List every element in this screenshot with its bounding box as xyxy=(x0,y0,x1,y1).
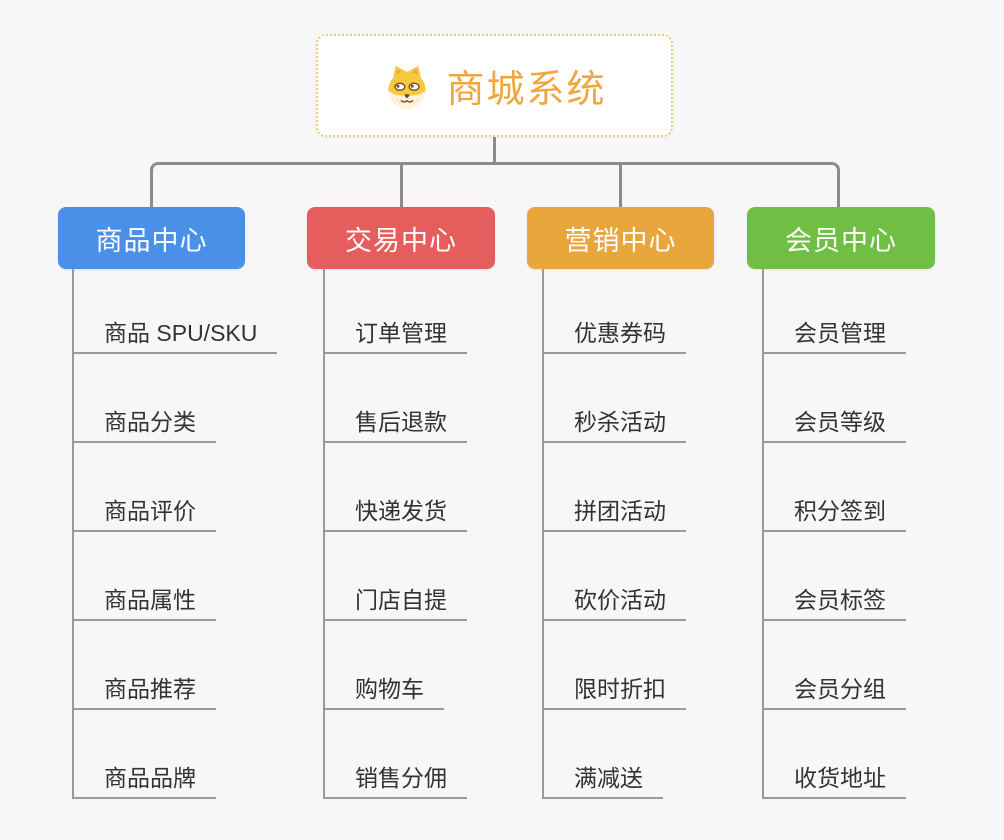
leaf-node[interactable]: 商品品牌 xyxy=(74,710,277,799)
leaf-node[interactable]: 商品 SPU/SKU xyxy=(74,269,278,354)
leaf-node[interactable]: 销售分佣 xyxy=(325,710,467,799)
leaf-node[interactable]: 限时折扣 xyxy=(544,621,686,710)
dog-icon xyxy=(388,65,427,109)
leaf-column-marketing: 优惠券码 秒杀活动 拼团活动 砍价活动 限时折扣 满减送 xyxy=(542,269,686,799)
root-connector-stub xyxy=(493,137,496,163)
leaf-node[interactable]: 快递发货 xyxy=(325,443,467,532)
branch-node-trade[interactable]: 交易中心 xyxy=(307,207,495,269)
branch-label: 商品中心 xyxy=(95,225,208,256)
leaf-node[interactable]: 购物车 xyxy=(325,621,467,710)
branch-node-product[interactable]: 商品中心 xyxy=(58,207,245,269)
leaf-node[interactable]: 会员分组 xyxy=(764,621,906,710)
leaf-node[interactable]: 会员管理 xyxy=(764,269,906,354)
leaf-node[interactable]: 秒杀活动 xyxy=(544,354,686,443)
branch-label: 营销中心 xyxy=(564,225,677,256)
leaf-node[interactable]: 订单管理 xyxy=(325,269,467,354)
branch-label: 交易中心 xyxy=(345,225,457,256)
leaf-node[interactable]: 积分签到 xyxy=(764,443,906,532)
root-node[interactable]: 商城系统 xyxy=(316,34,673,137)
branch-connector-bracket xyxy=(150,162,840,208)
leaf-node[interactable]: 会员标签 xyxy=(764,532,906,621)
root-title: 商城系统 xyxy=(446,69,607,111)
branch-node-marketing[interactable]: 营销中心 xyxy=(527,207,714,269)
leaf-column-trade: 订单管理 售后退款 快递发货 门店自提 购物车 销售分佣 xyxy=(323,269,467,799)
branch-label: 会员中心 xyxy=(785,225,897,256)
branch-node-member[interactable]: 会员中心 xyxy=(747,207,935,269)
leaf-node[interactable]: 商品分类 xyxy=(74,354,277,443)
leaf-node[interactable]: 优惠券码 xyxy=(544,269,686,354)
leaf-node[interactable]: 砍价活动 xyxy=(544,532,686,621)
leaf-node[interactable]: 商品推荐 xyxy=(74,621,277,710)
leaf-node[interactable]: 门店自提 xyxy=(325,532,467,621)
leaf-column-member: 会员管理 会员等级 积分签到 会员标签 会员分组 收货地址 xyxy=(762,269,906,799)
leaf-node[interactable]: 收货地址 xyxy=(764,710,906,799)
branch-connector-drop xyxy=(619,163,622,208)
leaf-node[interactable]: 拼团活动 xyxy=(544,443,686,532)
leaf-column-product: 商品 SPU/SKU 商品分类 商品评价 商品属性 商品推荐 商品品牌 xyxy=(72,269,278,799)
leaf-node[interactable]: 商品评价 xyxy=(74,443,277,532)
leaf-node[interactable]: 会员等级 xyxy=(764,354,906,443)
leaf-node[interactable]: 售后退款 xyxy=(325,354,467,443)
leaf-node[interactable]: 满减送 xyxy=(544,710,686,799)
branch-connector-drop xyxy=(400,163,403,208)
leaf-node[interactable]: 商品属性 xyxy=(74,532,277,621)
